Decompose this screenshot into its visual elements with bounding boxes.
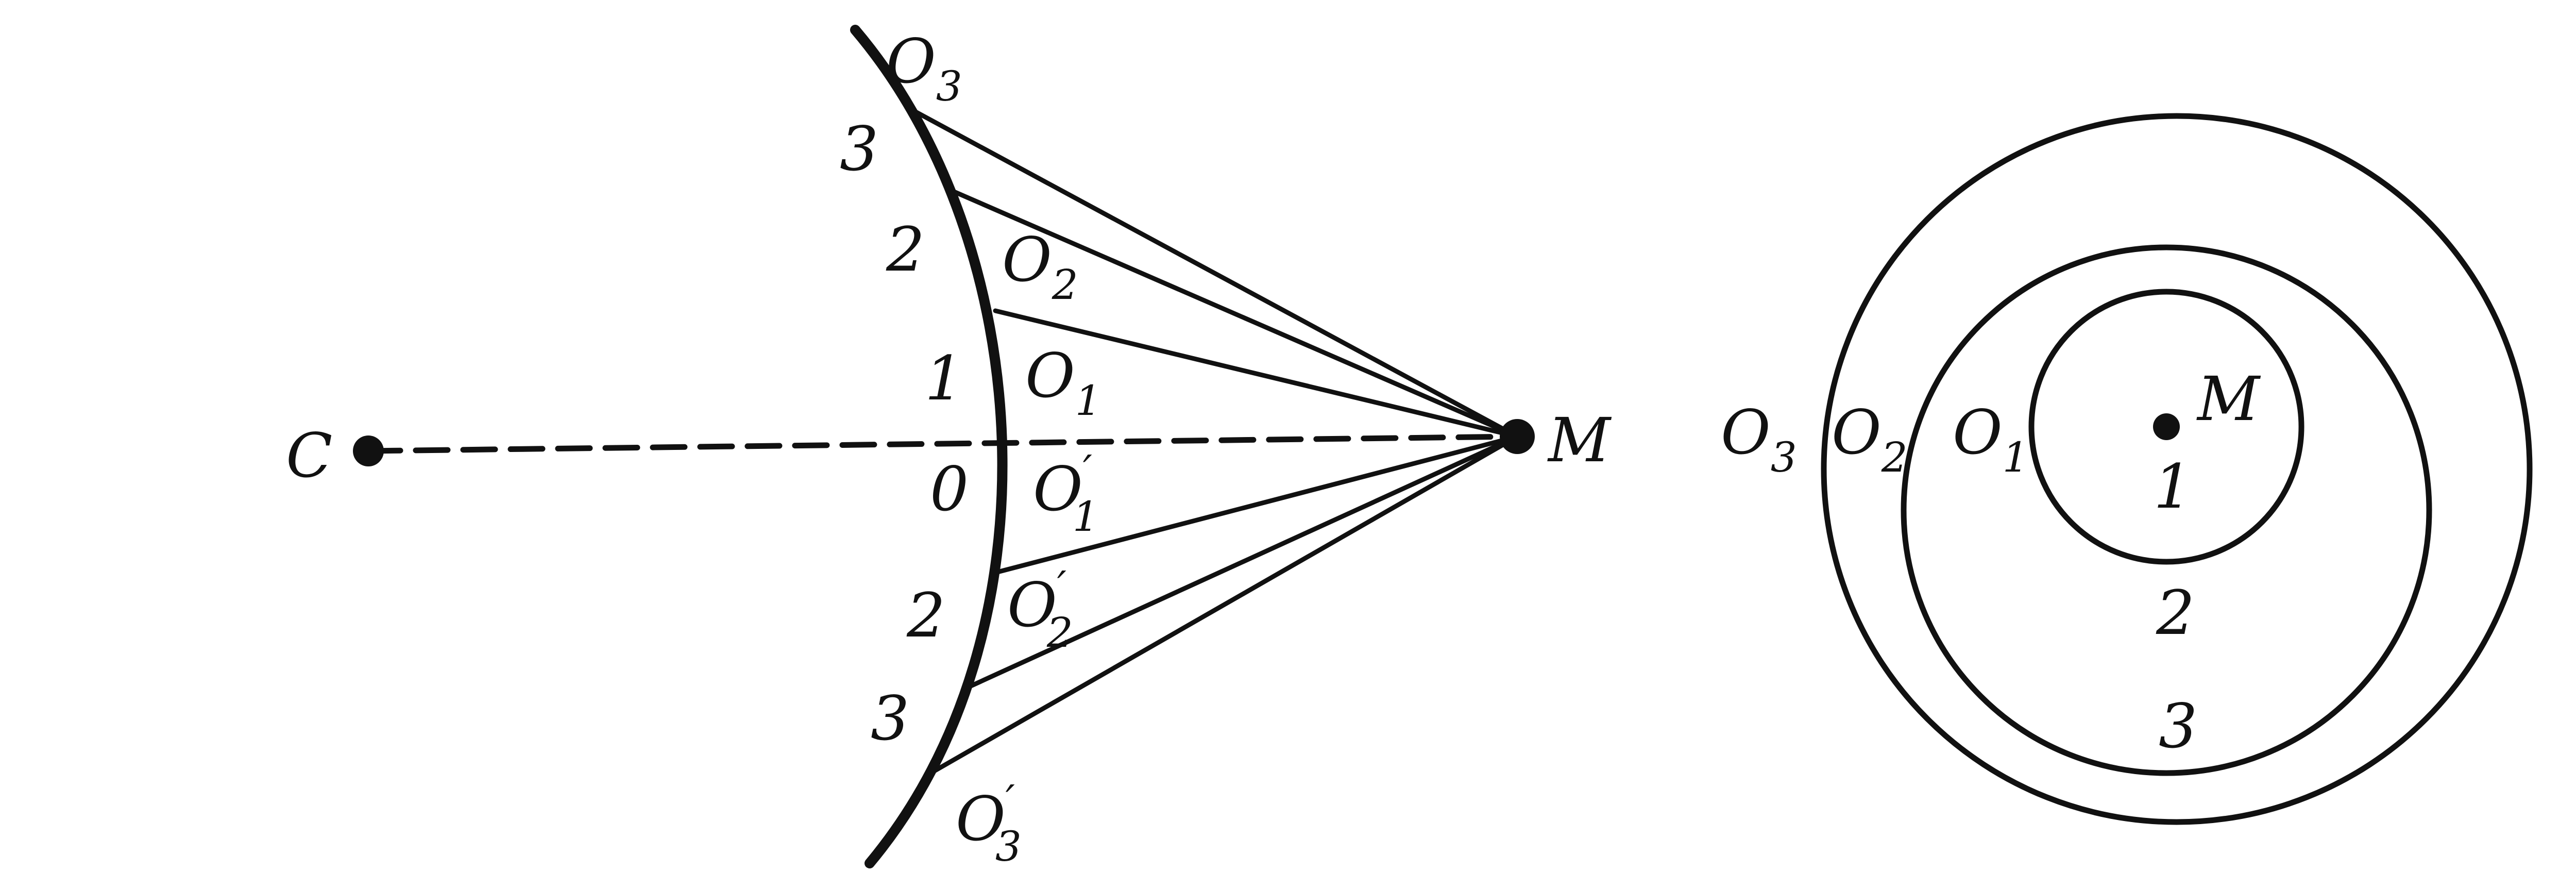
label-ring-zone-2: 2 xyxy=(2156,577,2195,648)
axis-dashed-line xyxy=(365,433,1520,454)
label-ring-zone-3: 3 xyxy=(2159,691,2197,762)
label-O2-prime: O′2 xyxy=(1007,562,1073,657)
wavefront-arc xyxy=(850,25,1008,868)
label-O3-prime: O′3 xyxy=(956,776,1022,870)
label-ring-O1: O1 xyxy=(1953,397,2029,481)
label-zone-3-lower: 3 xyxy=(871,683,909,754)
label-zone-3-upper: 3 xyxy=(840,113,878,185)
ray-O3 xyxy=(908,107,1520,439)
label-O1-prime: O′1 xyxy=(1033,446,1099,541)
ray-3-upper xyxy=(952,189,1520,439)
ray-O3-prime xyxy=(930,434,1520,775)
label-ring-O2: O2 xyxy=(1832,397,1908,481)
label-M-left: M xyxy=(1547,405,1612,476)
label-O1: O1 xyxy=(1025,340,1101,425)
left-labels: C M 0 1 2 3 2 3 O1 O2 O3 O′1 O′2 O′3 xyxy=(286,26,1612,870)
ray-3-lower xyxy=(966,434,1520,690)
label-O2: O2 xyxy=(1002,224,1078,309)
ring-zone-3 xyxy=(1821,113,2533,825)
label-M-right: M xyxy=(2196,363,2261,434)
right-diagram xyxy=(1821,113,2533,825)
label-zone-2-lower: 2 xyxy=(906,580,945,651)
source-point-M-right xyxy=(2153,413,2180,440)
label-ring-zone-1: 1 xyxy=(2154,451,2192,522)
label-O3: O3 xyxy=(886,26,962,110)
label-C: C xyxy=(286,420,332,491)
ray-2-lower xyxy=(995,434,1520,575)
ring-zone-2 xyxy=(1901,244,2432,776)
label-zone-1-upper: 1 xyxy=(925,343,963,414)
label-zone-2-upper: 2 xyxy=(886,214,925,285)
ray-2-upper xyxy=(993,308,1520,439)
label-zone-0: 0 xyxy=(930,454,969,525)
left-diagram xyxy=(365,25,1520,868)
source-point-M xyxy=(1500,419,1535,454)
right-labels: M 1 2 3 O1 O2 O3 xyxy=(1721,363,2261,762)
label-ring-O3: O3 xyxy=(1721,397,1797,481)
ring-zone-1 xyxy=(2028,289,2304,565)
center-point-C xyxy=(353,435,384,466)
